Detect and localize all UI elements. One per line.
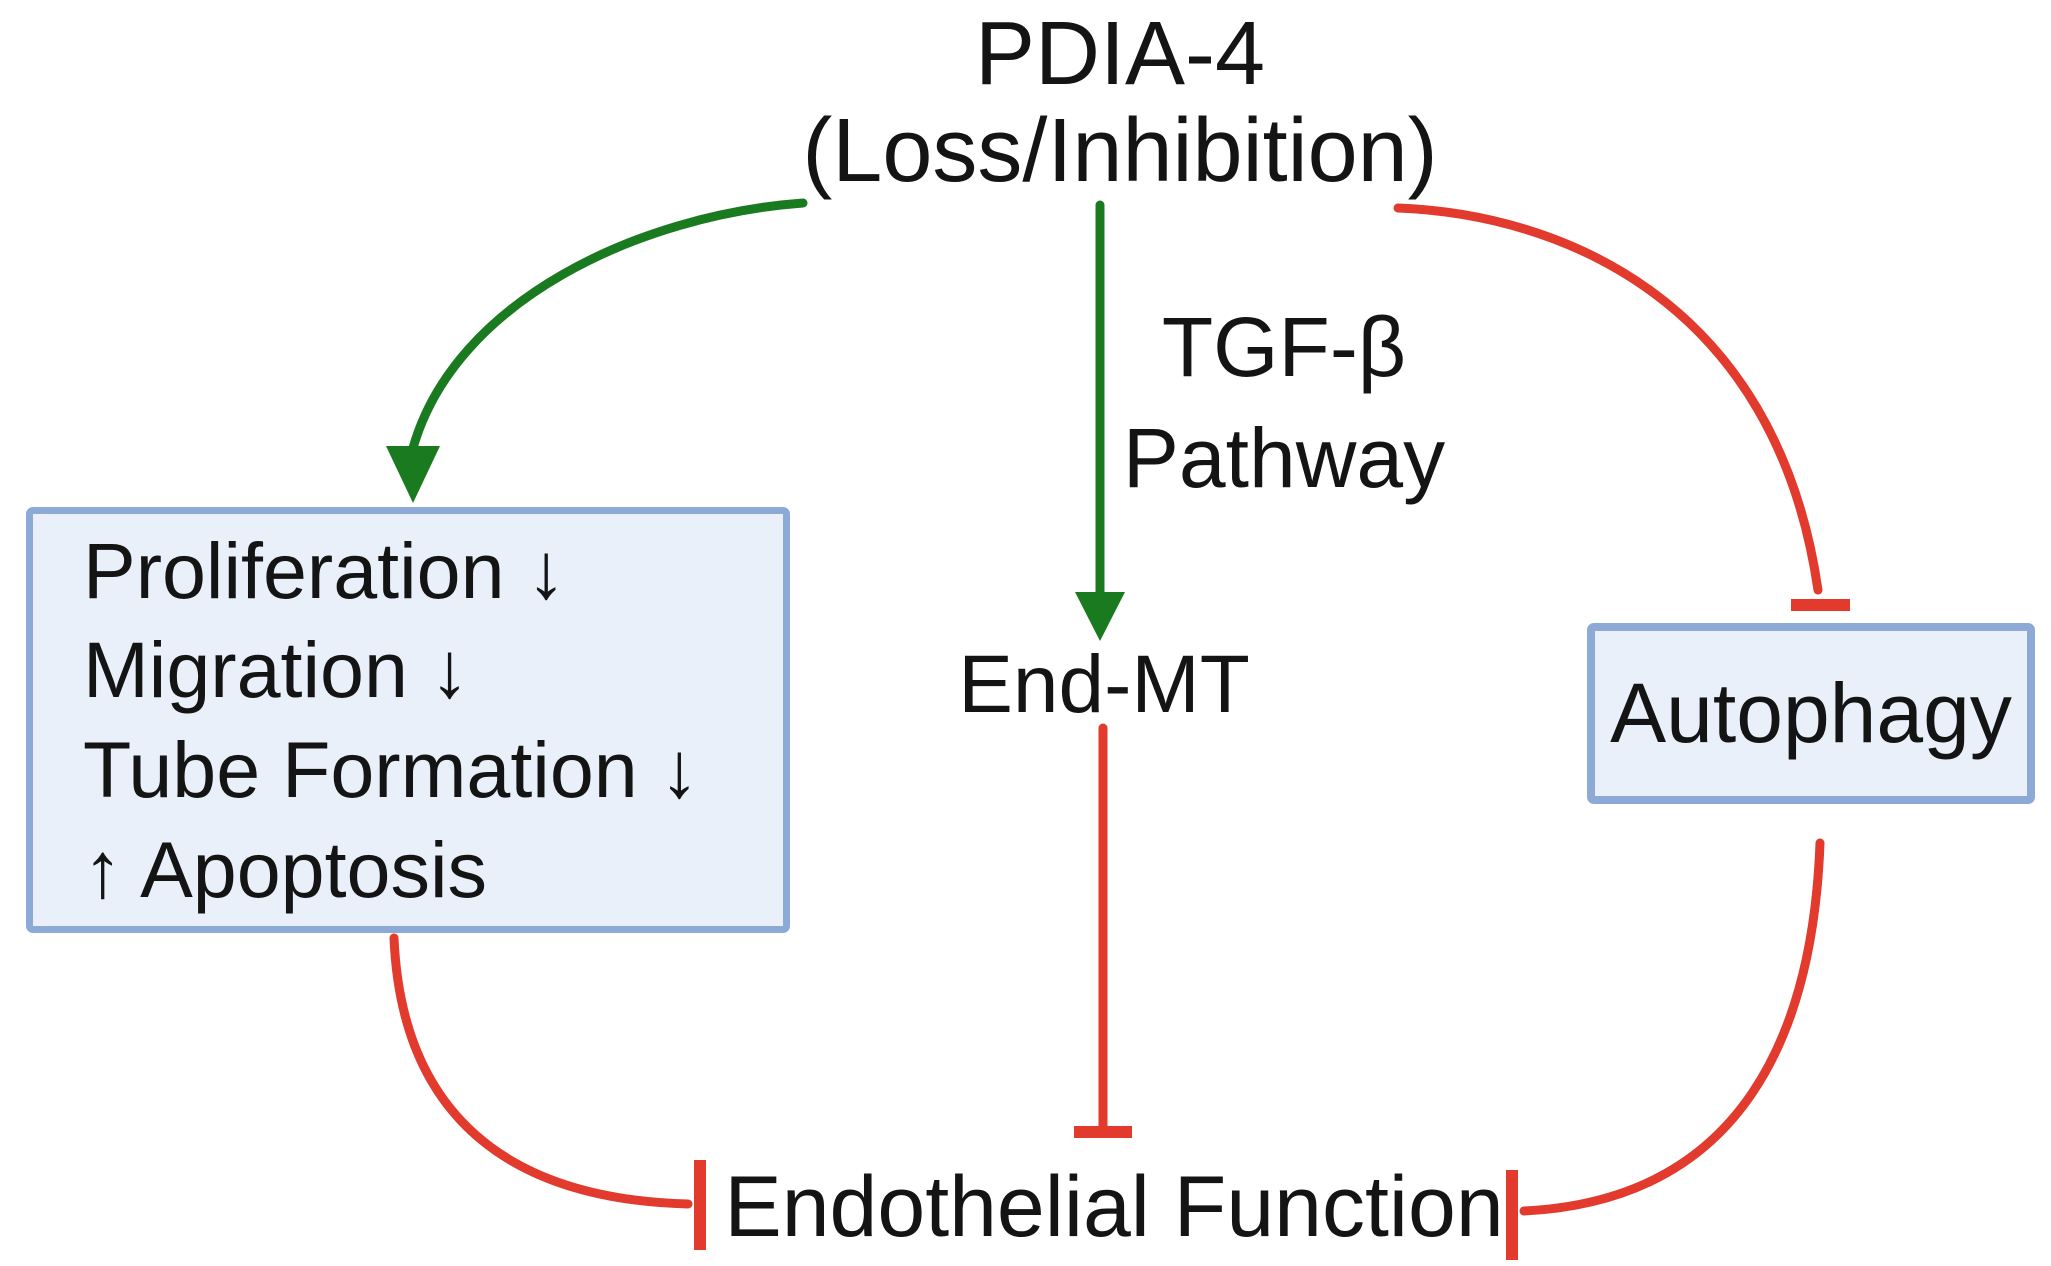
inhibition-tbar-effects-to-endothelial bbox=[389, 933, 706, 1250]
tgf-pathway-label-line2: Pathway bbox=[1122, 410, 1446, 505]
tgf-pathway-label-line1: TGF-β bbox=[1161, 300, 1407, 394]
autophagy-box: Autophagy bbox=[1587, 623, 2035, 804]
node-endothelial-function: Endothelial Function bbox=[724, 1159, 1504, 1255]
effects-box-item-apoptosis: ↑ Apoptosis bbox=[83, 824, 488, 914]
node-end-mt: End-MT bbox=[958, 639, 1250, 730]
activation-arrow-pdia4-to-effects bbox=[386, 198, 808, 503]
activation-arrow-pdia4-to-endmt bbox=[1075, 200, 1125, 641]
inhibition-tbar-autophagy-to-endothelial bbox=[1506, 838, 1825, 1260]
inhibition-tbar-endmt-to-endothelial bbox=[1074, 723, 1132, 1138]
inhibition-tbar-pdia4-to-autophagy bbox=[1393, 203, 1850, 611]
effects-box-item-proliferation: Proliferation ↓ bbox=[83, 525, 566, 615]
autophagy-box-label: Autophagy bbox=[1610, 666, 2012, 760]
tgf-pathway-label: TGF-β Pathway bbox=[1123, 292, 1445, 514]
diagram-title-line1: PDIA-4 bbox=[974, 4, 1266, 104]
diagram-title-line2: (Loss/Inhibition) bbox=[802, 101, 1438, 202]
effects-box-item-migration: Migration ↓ bbox=[83, 625, 470, 715]
diagram-title: PDIA-4 (Loss/Inhibition) bbox=[802, 4, 1438, 202]
effects-box-item-tube-formation: Tube Formation ↓ bbox=[83, 725, 700, 814]
effects-box: Proliferation ↓ Migration ↓ Tube Formati… bbox=[26, 507, 790, 933]
